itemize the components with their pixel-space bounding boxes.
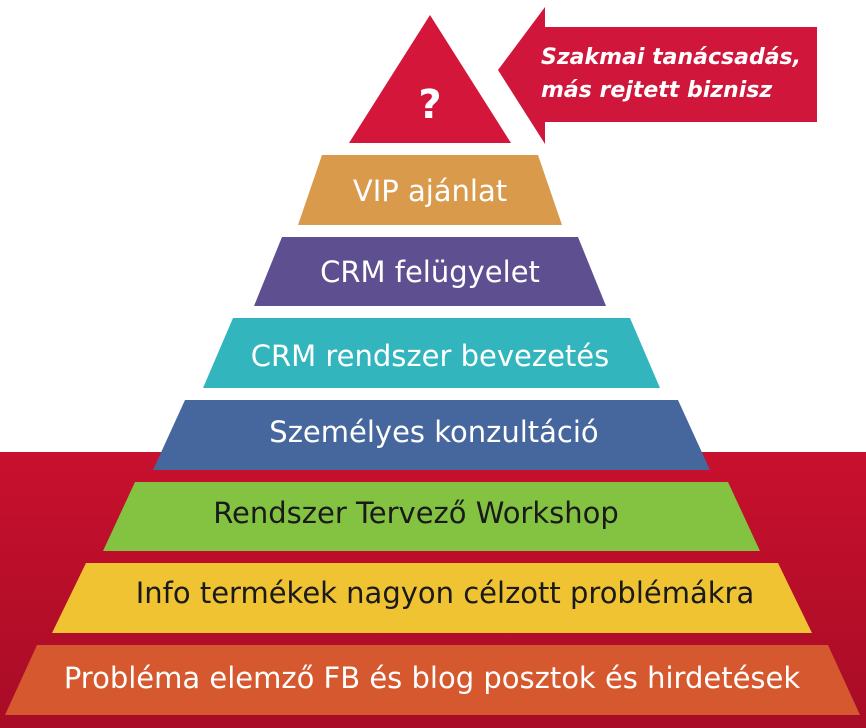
apex-question-mark: ? — [418, 82, 441, 128]
tier-crm-implementation: CRM rendszer bevezetés — [203, 318, 660, 388]
tier-personal-consultation: Személyes konzultáció — [153, 400, 710, 470]
pyramid-apex — [349, 15, 511, 143]
tier-problem-analysis-label: Probléma elemző FB és blog posztok és hi… — [64, 661, 801, 695]
tier-workshop-band — [103, 482, 760, 551]
tier-info-products-label: Info termékek nagyon célzott problémákra — [136, 576, 755, 610]
tier-problem-analysis-band — [5, 645, 860, 715]
tier-problem-analysis: Probléma elemző FB és blog posztok és hi… — [5, 645, 860, 715]
tier-crm-supervision-label: CRM felügyelet — [320, 255, 540, 289]
tier-personal-consultation-label: Személyes konzultáció — [269, 415, 598, 449]
callout-line-1: Szakmai tanácsadás, — [541, 45, 801, 70]
tier-workshop: Rendszer Tervező Workshop — [103, 482, 760, 551]
tier-vip-label: VIP ajánlat — [353, 174, 507, 208]
callout-arrow-shape — [498, 7, 817, 144]
tier-vip: VIP ajánlat — [298, 155, 562, 225]
tier-workshop-label: Rendszer Tervező Workshop — [213, 496, 619, 530]
tier-info-products: Info termékek nagyon célzott problémákra — [52, 563, 812, 633]
tier-crm-supervision-band — [254, 237, 606, 306]
tier-crm-supervision: CRM felügyelet — [254, 237, 606, 306]
callout-line-2: más rejtett biznisz — [541, 78, 772, 103]
tier-personal-consultation-band — [153, 400, 710, 470]
tier-crm-implementation-label: CRM rendszer bevezetés — [251, 339, 610, 373]
tier-vip-band — [298, 155, 562, 225]
callout-arrow: Szakmai tanácsadás, más rejtett biznisz — [498, 7, 817, 144]
tier-info-products-band — [52, 563, 812, 633]
tier-crm-implementation-band — [203, 318, 660, 388]
